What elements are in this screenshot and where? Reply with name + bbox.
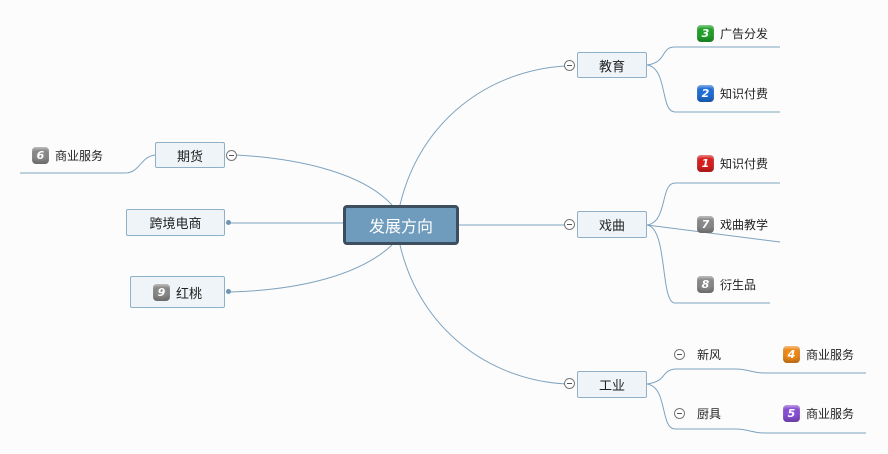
hongtao-connector-dot <box>226 289 231 294</box>
node-education[interactable]: 教育 <box>577 52 647 78</box>
line-education-paid <box>646 64 780 113</box>
line-root-futures <box>235 154 393 206</box>
priority-8-icon: 8 <box>697 276 714 293</box>
sub-kitchenware[interactable]: 厨具 <box>697 405 721 422</box>
leaf-label: 商业服务 <box>806 348 855 362</box>
opera-collapse-toggle[interactable] <box>564 219 575 230</box>
education-label: 教育 <box>598 59 625 75</box>
node-hongtao[interactable]: 9 红桃 <box>130 276 225 308</box>
industry-label: 工业 <box>598 379 625 394</box>
leaf-label: 广告分发 <box>720 27 769 41</box>
line-futures-leaf <box>20 154 156 174</box>
fresh-air-collapse-toggle[interactable] <box>674 349 685 360</box>
leaf-paid-knowledge-edu[interactable]: 2 知识付费 <box>697 85 768 102</box>
line-opera-teaching <box>646 224 781 243</box>
opera-label: 戏曲 <box>598 219 625 234</box>
crossborder-label: 跨境电商 <box>149 217 202 232</box>
kitchenware-collapse-toggle[interactable] <box>674 408 685 419</box>
futures-label: 期货 <box>176 149 203 165</box>
leaf-label: 知识付费 <box>720 87 769 101</box>
priority-4-icon: 4 <box>783 346 800 363</box>
line-root-hongtao <box>229 244 393 293</box>
leaf-label: 戏曲教学 <box>720 218 769 232</box>
line-industry-kitchen <box>646 383 866 434</box>
root-node[interactable]: 发展方向 <box>343 205 459 245</box>
leaf-ad-distribution[interactable]: 3 广告分发 <box>697 25 768 42</box>
priority-7-icon: 7 <box>697 216 714 233</box>
line-root-education <box>399 65 567 206</box>
line-industry-freshair <box>646 368 866 385</box>
node-opera[interactable]: 戏曲 <box>577 211 647 238</box>
education-collapse-toggle[interactable] <box>564 60 575 71</box>
line-opera-derivatives <box>646 224 770 304</box>
priority-5-icon: 5 <box>783 405 800 422</box>
line-root-industry <box>399 244 567 385</box>
sub-label: 厨具 <box>697 407 722 421</box>
leaf-derivatives[interactable]: 8 衍生品 <box>697 276 756 293</box>
node-crossborder[interactable]: 跨境电商 <box>126 209 225 236</box>
line-opera-paid <box>646 182 780 226</box>
priority-6-icon: 6 <box>32 147 49 164</box>
priority-2-icon: 2 <box>697 85 714 102</box>
sub-label: 新风 <box>697 348 722 362</box>
sub-fresh-air[interactable]: 新风 <box>697 346 721 363</box>
leaf-label: 商业服务 <box>806 407 855 421</box>
priority-3-icon: 3 <box>697 25 714 42</box>
line-education-ad <box>646 46 780 66</box>
leaf-business-service-6[interactable]: 6 商业服务 <box>32 147 103 164</box>
node-industry[interactable]: 工业 <box>577 371 647 398</box>
hongtao-label: 红桃 <box>175 286 202 302</box>
leaf-business-service-5[interactable]: 5 商业服务 <box>783 405 854 422</box>
industry-collapse-toggle[interactable] <box>564 378 575 389</box>
leaf-label: 知识付费 <box>720 157 769 171</box>
futures-collapse-toggle[interactable] <box>226 150 237 161</box>
leaf-label: 商业服务 <box>55 149 104 163</box>
leaf-opera-teaching[interactable]: 7 戏曲教学 <box>697 216 768 233</box>
priority-9-icon: 9 <box>152 283 170 301</box>
leaf-label: 衍生品 <box>720 278 757 292</box>
leaf-business-service-4[interactable]: 4 商业服务 <box>783 346 854 363</box>
crossborder-connector-dot <box>226 220 231 225</box>
root-label: 发展方向 <box>368 217 433 236</box>
leaf-paid-knowledge-opera[interactable]: 1 知识付费 <box>697 155 768 172</box>
priority-1-icon: 1 <box>697 155 714 172</box>
node-futures[interactable]: 期货 <box>155 142 225 168</box>
